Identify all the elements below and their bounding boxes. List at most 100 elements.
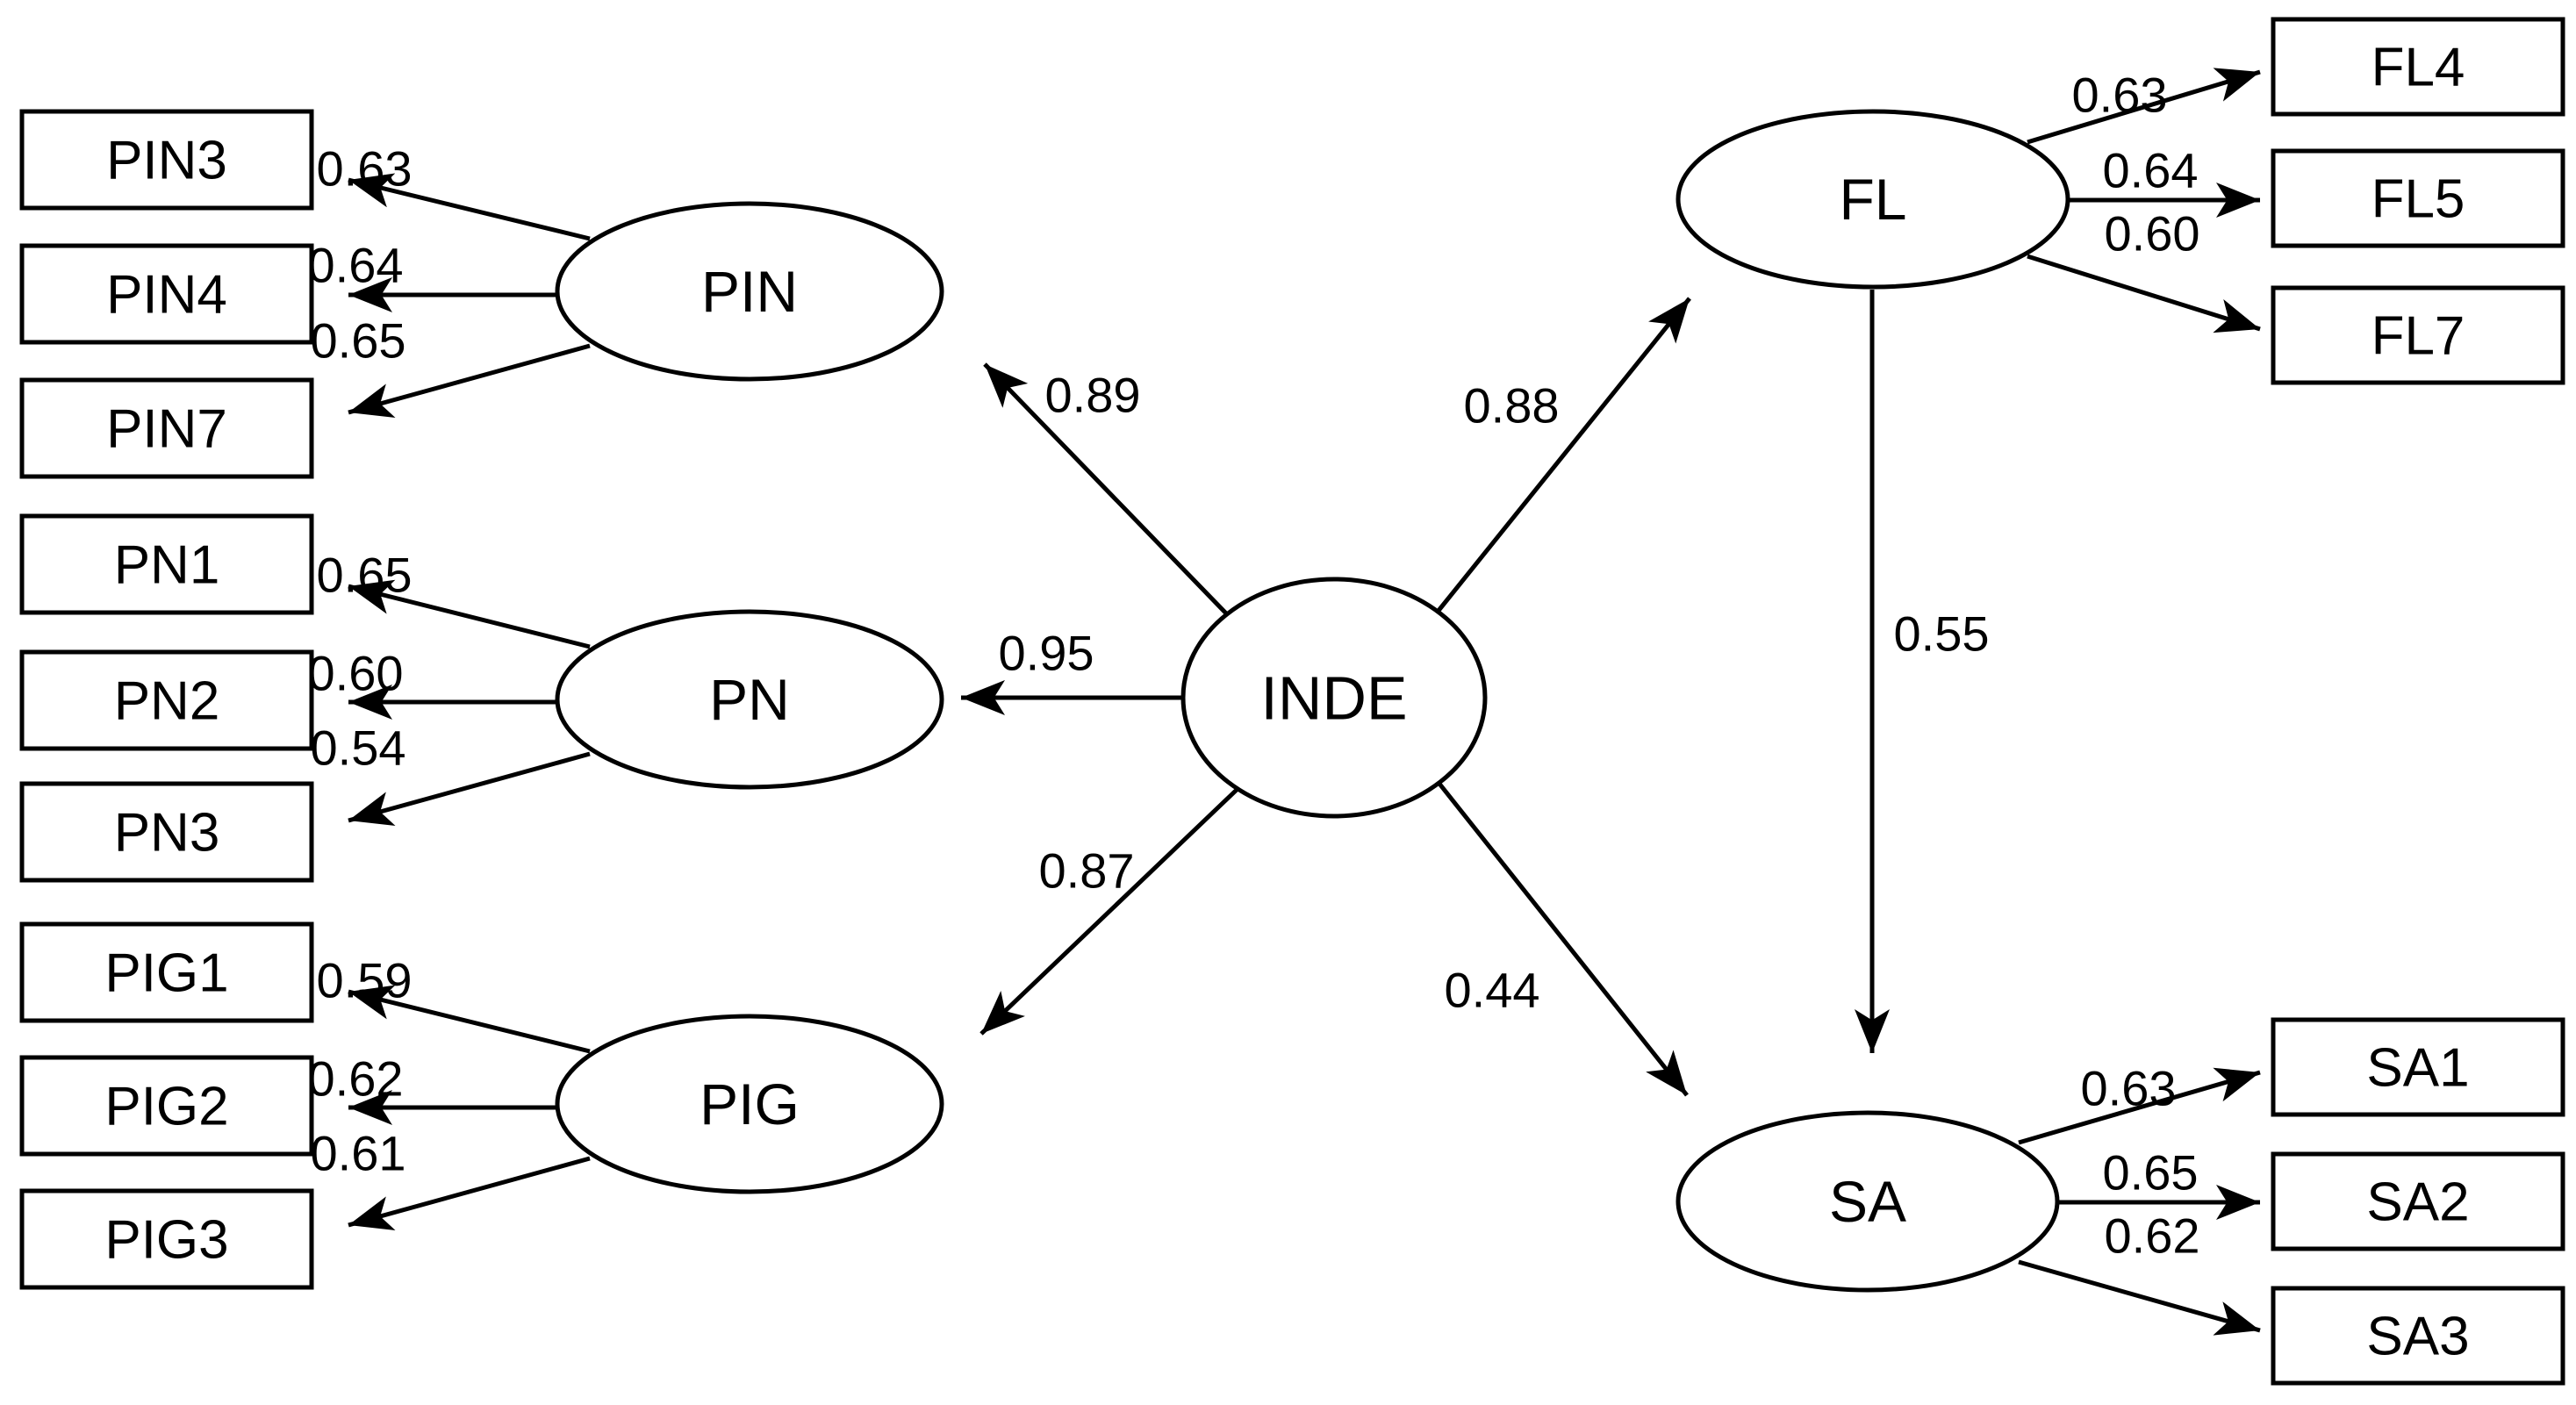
PN1-label: PN1 [114,535,220,596]
PN2-rect [19,649,314,751]
latent-PIN-ellipse: PIN [555,201,944,382]
PIG-ellipse [555,1014,944,1194]
FL7-rect [2271,285,2565,385]
observed-PN2-box: PN2 [19,649,314,751]
edge-SA-SA1 [2018,1067,2261,1145]
PN-ellipse [555,609,944,790]
PIG3-rect [19,1188,314,1290]
SA2-label: SA2 [2366,1172,2469,1233]
observed-PIN7-box: PIN7 [19,377,314,479]
edge-PN-PN1 [348,579,591,649]
edge-INDE-FL [1436,297,1691,613]
PIN7-label: PIN7 [106,399,227,460]
SA1-rect [2271,1017,2565,1117]
PIN7-rect [19,377,314,479]
weight-PIG-PIG2: 0.62 [308,1051,404,1107]
PIG-label: PIG [700,1072,800,1136]
latent-PIG-ellipse: PIG [555,1014,944,1194]
loading-weight-labels: 0.63 0.64 0.65 0.65 0.60 0.54 0.59 0.62 … [308,68,2200,1264]
weight-SA-SA1: 0.63 [2081,1061,2177,1116]
latent-INDE-ellipse: INDE [1180,577,1488,819]
edge-INDE-PIN [983,362,1229,616]
weight-INDE-PIG: 0.87 [1039,843,1135,899]
FL-ellipse [1675,109,2070,290]
observed-FL7-box: FL7 [2271,285,2565,385]
observed-nodes-left: PIN3 PIN4 PIN7 PN1 PN2 PN3 PIG1 PIG2 [19,109,314,1290]
weight-FL-FL5: 0.64 [2103,143,2199,198]
weight-PIN-PIN3: 0.63 [317,141,413,197]
PN2-label: PN2 [114,671,220,732]
PIN4-rect [19,243,314,345]
PN3-label: PN3 [114,803,220,864]
FL5-label: FL5 [2371,169,2465,230]
SA2-rect [2271,1151,2565,1251]
FL7-label: FL7 [2371,306,2465,367]
PIN-label: PIN [701,259,798,324]
weight-SA-SA2: 0.65 [2103,1145,2199,1201]
weight-INDE-FL: 0.88 [1464,378,1560,434]
FL5-rect [2271,148,2565,248]
edge-PIN-PIN7 [348,343,591,418]
FL4-rect [2271,17,2565,117]
observed-PIG3-box: PIG3 [19,1188,314,1290]
observed-SA1-box: SA1 [2271,1017,2565,1117]
structural-weight-labels: 0.89 0.95 0.87 0.88 0.44 0.55 [999,368,1990,1018]
observed-PIG1-box: PIG1 [19,921,314,1023]
edge-PIG-PIG1 [348,985,591,1054]
weight-INDE-PN: 0.95 [999,626,1094,681]
observed-SA2-box: SA2 [2271,1151,2565,1251]
weight-FL-SA: 0.55 [1894,606,1990,662]
PIG2-rect [19,1055,314,1157]
PN3-rect [19,781,314,883]
SA-label: SA [1829,1169,1906,1234]
INDE-label: INDE [1260,664,1407,733]
FL4-label: FL4 [2371,38,2465,98]
weight-PIG-PIG3: 0.61 [311,1126,406,1181]
FL-label: FL [1839,167,1906,232]
latent-nodes: PIN PN PIG INDE FL SA [555,109,2070,1293]
SA3-rect [2271,1286,2565,1386]
PIG1-label: PIG1 [104,943,228,1004]
weight-PIG-PIG1: 0.59 [317,953,413,1008]
PN-label: PN [709,667,790,732]
weight-SA-SA3: 0.62 [2105,1208,2200,1264]
PIG2-label: PIG2 [104,1077,228,1137]
structural-edges [961,290,1890,1097]
edge-INDE-PIG [979,787,1239,1036]
observed-PN3-box: PN3 [19,781,314,883]
observed-PIG2-box: PIG2 [19,1055,314,1157]
PIN-ellipse [555,201,944,382]
edge-PIG-PIG3 [348,1156,591,1230]
loading-edges [348,68,2261,1336]
observed-nodes-right: FL4 FL5 FL7 SA1 SA2 SA3 [2271,17,2565,1386]
latent-PN-ellipse: PN [555,609,944,790]
edge-SA-SA3 [2018,1259,2261,1336]
edge-FL-FL4 [2027,68,2261,145]
observed-PIN4-box: PIN4 [19,243,314,345]
weight-INDE-SA: 0.44 [1445,963,1540,1018]
observed-SA3-box: SA3 [2271,1286,2565,1386]
PIG3-label: PIG3 [104,1210,228,1271]
observed-PIN3-box: PIN3 [19,109,314,211]
observed-FL4-box: FL4 [2271,17,2565,117]
weight-PIN-PIN7: 0.65 [311,313,406,369]
PIN4-label: PIN4 [106,265,227,326]
observed-FL5-box: FL5 [2271,148,2565,248]
latent-FL-ellipse: FL [1675,109,2070,290]
PIG1-rect [19,921,314,1023]
SA1-label: SA1 [2366,1038,2469,1099]
edge-PN-PN3 [348,751,591,826]
latent-SA-ellipse: SA [1675,1110,2060,1293]
SA3-label: SA3 [2366,1307,2469,1367]
weight-PIN-PIN4: 0.64 [308,238,404,293]
observed-PN1-box: PN1 [19,513,314,615]
INDE-ellipse [1180,577,1488,819]
edge-INDE-SA [1438,782,1689,1097]
edge-PIN-PIN3 [348,173,591,241]
PIN3-label: PIN3 [106,131,227,191]
PN1-rect [19,513,314,615]
weight-FL-FL7: 0.60 [2105,206,2200,262]
weight-PN-PN3: 0.54 [311,720,406,776]
